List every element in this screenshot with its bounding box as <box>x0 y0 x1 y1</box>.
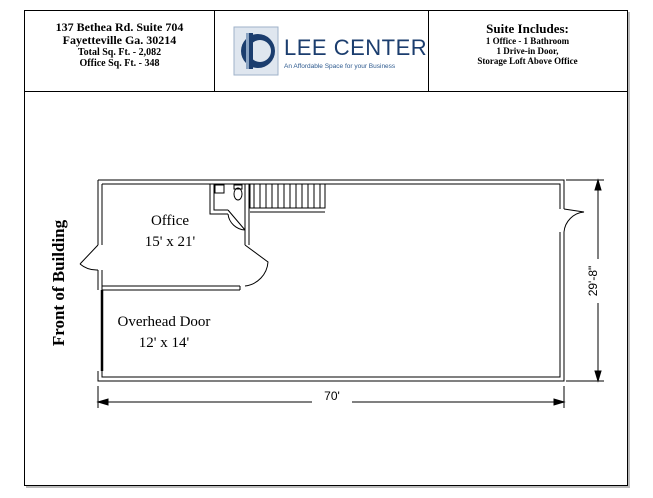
depth-dimension-label: 29'-8" <box>586 259 600 303</box>
includes-line-1: 1 Office - 1 Bathroom <box>485 36 570 46</box>
logo-block: LEE CENTER An Affordable Space for your … <box>214 11 429 91</box>
logo-name: LEE CENTER <box>284 35 428 60</box>
title-block: 137 Bethea Rd. Suite 704 Fayetteville Ga… <box>25 11 627 92</box>
stairs <box>253 184 321 208</box>
address-line-1: 137 Bethea Rd. Suite 704 <box>55 20 184 34</box>
logo-tagline: An Affordable Space for your Business <box>284 63 396 70</box>
floorplan-sheet: 137 Bethea Rd. Suite 704 Fayetteville Ga… <box>24 10 628 486</box>
width-dimension-label: 70' <box>312 389 352 403</box>
office-size: 15' x 21' <box>144 234 196 250</box>
logo-mark-icon <box>233 26 279 76</box>
office-door-swing <box>244 244 269 287</box>
right-bottom-wall <box>97 232 565 382</box>
includes-line-2: 1 Drive-in Door, <box>496 46 559 56</box>
address-line-2: Fayetteville Ga. 30214 <box>62 33 177 47</box>
overhead-door-label: Overhead Door <box>117 314 211 330</box>
bathroom-walls <box>209 184 228 215</box>
office-wall-right <box>244 184 250 245</box>
includes-title: Suite Includes: <box>486 21 569 36</box>
address-block: 137 Bethea Rd. Suite 704 Fayetteville Ga… <box>25 11 215 91</box>
front-door-swing <box>79 244 99 271</box>
includes-line-3: Storage Loft Above Office <box>477 56 578 66</box>
toilet-icon <box>233 187 243 201</box>
office-sqft: Office Sq. Ft. - 348 <box>79 58 160 69</box>
bathroom-door-swing <box>227 209 246 231</box>
top-wall <box>98 179 565 209</box>
sink-icon <box>214 184 225 194</box>
suite-includes-block: Suite Includes: 1 Office - 1 Bathroom 1 … <box>428 11 627 91</box>
office-label: Office <box>150 213 190 229</box>
lee-center-logo: LEE CENTER An Affordable Space for your … <box>232 23 427 81</box>
side-door-swing <box>563 208 585 233</box>
total-sqft: Total Sq. Ft. - 2,082 <box>77 47 162 58</box>
office-wall-bottom <box>102 285 240 291</box>
overhead-door-size: 12' x 14' <box>138 335 190 351</box>
front-of-building-label: Front of Building <box>49 219 68 347</box>
